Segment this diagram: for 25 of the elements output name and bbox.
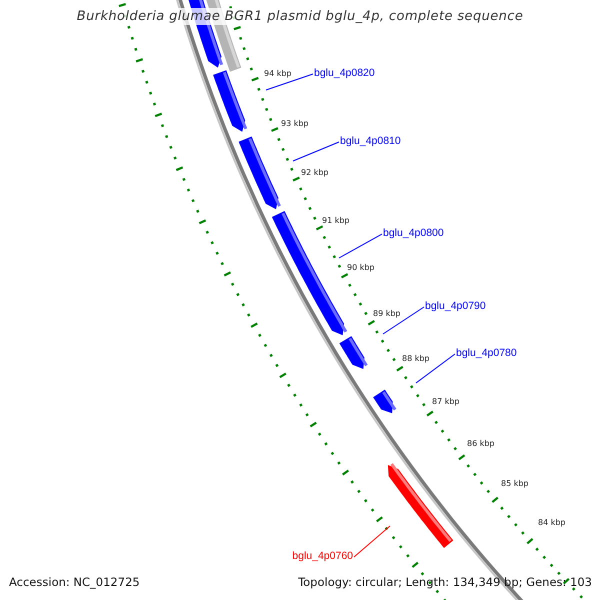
scale-label: 90 kbp	[347, 263, 375, 273]
info-text: Topology: circular; Length: 134,349 bp; Genes: 103	[298, 575, 592, 589]
scale-label: 85 kbp	[501, 479, 529, 489]
leader-line	[354, 526, 390, 558]
gene-label: bglu_4p0760	[292, 550, 353, 562]
scale-label: 86 kbp	[467, 439, 495, 449]
info-text: Accession: NC_012725	[9, 575, 140, 589]
leader-line	[292, 142, 340, 162]
scale-label: 88 kbp	[402, 354, 430, 364]
gene-label: bglu_4p0790	[425, 300, 486, 312]
scale-label: 89 kbp	[373, 309, 401, 319]
scale-label: 94 kbp	[264, 69, 292, 79]
leader-line	[416, 354, 456, 384]
scale-label: 92 kbp	[301, 168, 329, 178]
gene-label: bglu_4p0780	[456, 347, 517, 359]
leader-line	[266, 74, 314, 90]
leader-line	[382, 306, 424, 334]
gene-label: bglu_4p0820	[314, 67, 375, 79]
leader-line	[338, 234, 382, 258]
scale-label: 93 kbp	[281, 119, 309, 129]
scale-label: 91 kbp	[322, 216, 350, 226]
scale-label: 84 kbp	[538, 518, 566, 528]
gene-label: bglu_4p0810	[340, 135, 401, 147]
gene-label: bglu_4p0800	[383, 227, 444, 239]
scale-label: 87 kbp	[432, 397, 460, 407]
